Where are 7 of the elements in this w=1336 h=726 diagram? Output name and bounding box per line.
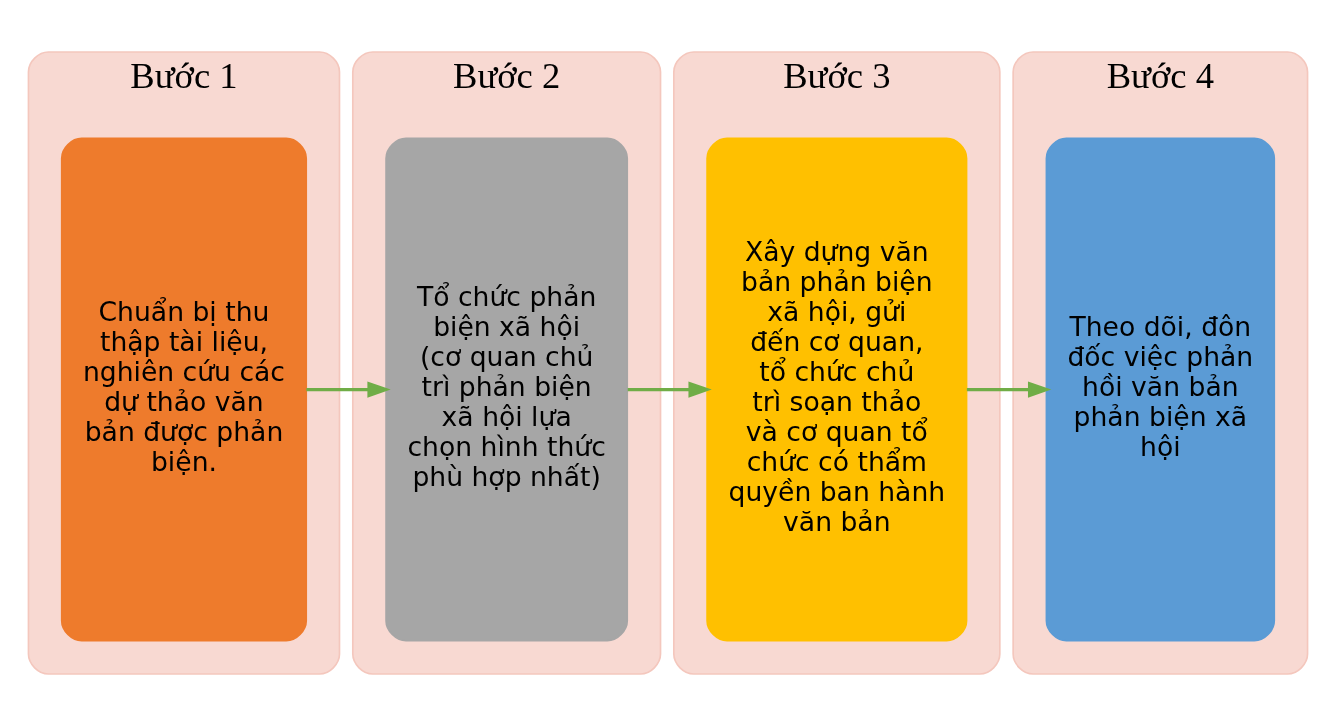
node-box: Xây dựng văn bản phản biện xã hội, gửi đến cơ quan, tổ chức chủ trì soạn thảo và cơ quan tổ chức có thẩm quyền ban hành văn bản [706, 137, 968, 642]
arrow [966, 381, 1052, 398]
arrow [306, 381, 391, 398]
arrow [627, 381, 712, 398]
node-box: Theo dõi, đôn đốc việc phản hồi văn bản phản biện xã hội [1045, 137, 1276, 642]
node-box: Tổ chức phản biện xã hội (cơ quan chủ trì phản biện xã hội lựa chọn hình thức phù hợp nhất) [385, 137, 629, 642]
node-box: Chuẩn bị thu thập tài liệu, nghiên cứu các dự thảo văn bản được phản biện. [60, 137, 308, 642]
